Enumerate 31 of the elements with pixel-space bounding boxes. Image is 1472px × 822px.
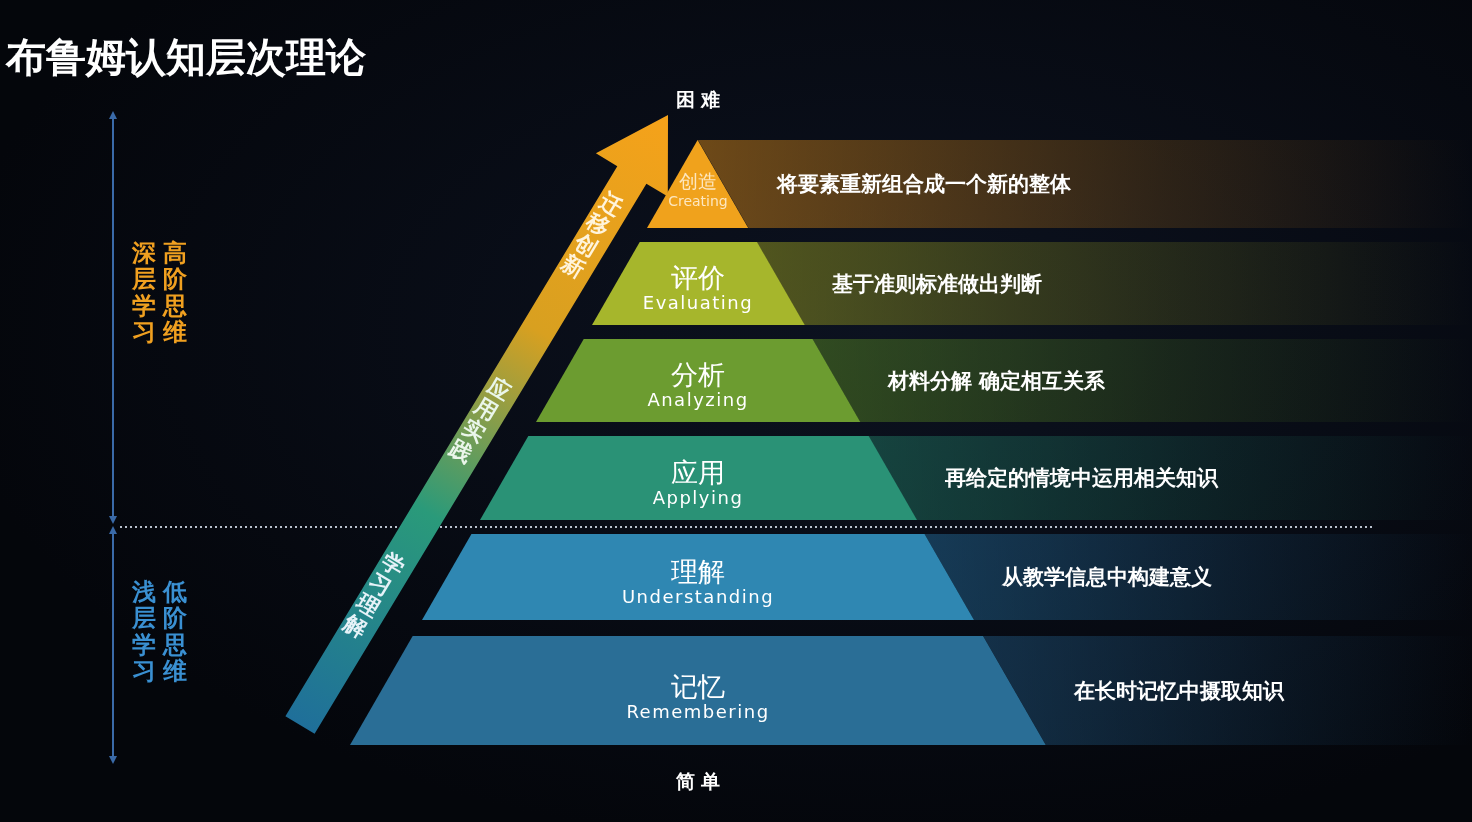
thinking-level-label: 浅层学习 (132, 579, 156, 685)
thinking-level-label: 深层学习 (132, 240, 156, 346)
level-name-english: Creating (668, 191, 728, 210)
arrow-text: 应用实践 (445, 373, 515, 468)
level-name: 创造 (679, 169, 717, 192)
level-name-english: Applying (652, 488, 744, 509)
level-description: 再给定的情境中运用相关知识 (944, 465, 1218, 492)
arrow-text: 学习理解 (340, 548, 409, 643)
level-description: 材料分解 确定相互关系 (888, 367, 1106, 395)
level-name-english: Evaluating (642, 293, 754, 314)
level-name: 理解 (671, 557, 725, 588)
level-description: 从教学信息中构建意义 (1002, 564, 1212, 591)
level-description: 将要素重新组合成一个新的整体 (776, 171, 1071, 198)
level-name-english: Understanding (621, 587, 775, 608)
difficulty-label: 困 难 (675, 87, 721, 112)
title: 布鲁姆认知层次理论 (6, 33, 366, 82)
level-name-english: Analyzing (647, 390, 749, 411)
level-description: 在长时记忆中摄取知识 (1073, 677, 1284, 705)
level-name: 记忆 (671, 672, 725, 703)
difficulty-label: 简 单 (675, 769, 721, 794)
thinking-level-label: 高阶思维 (163, 240, 187, 346)
level-name-english: Remembering (626, 702, 770, 723)
level-description: 基于准则标准做出判断 (832, 270, 1043, 298)
pyramid-level (422, 534, 974, 620)
level-name: 评价 (671, 263, 725, 294)
level-name: 分析 (671, 360, 725, 391)
thinking-level-label: 低阶思维 (163, 579, 187, 685)
arrow-text: 迁移创新 (557, 188, 626, 283)
level-name: 应用 (671, 458, 725, 489)
pyramid-level (647, 140, 749, 228)
pyramid-level (535, 339, 861, 422)
